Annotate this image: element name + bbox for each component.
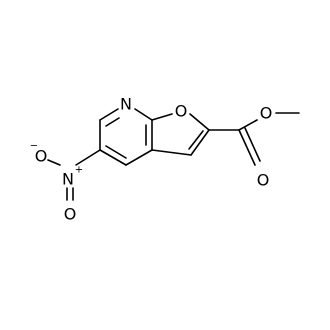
bond-c6-n1-double [105,117,120,127]
charge-o-nitro-upper: − [30,141,38,152]
atom-n-nitro: N [62,170,74,189]
bond-c3-c3a [151,149,192,156]
bond-c6-n1 [99,108,119,121]
bond-ccarbonyl-ocarbonyl [238,129,256,166]
atom-o-nitro-upper: O [35,147,48,166]
bond-c4-c5 [99,149,127,166]
bond-c2-c3-double [188,130,204,150]
bond-ccarbonyl-oester [238,119,258,131]
bond-ccarbonyl-ocarbonyl-double [244,127,261,162]
bond-c7a-o1 [151,113,173,121]
bond-c3a-c4 [125,149,153,166]
bond-c4-c5-double [105,145,127,159]
bond-c5-nnitro [75,149,101,166]
atom-o-carbonyl: O [257,171,270,190]
bond-c2-c3 [190,129,210,156]
atom-o-nitro-lower: O [64,205,77,224]
bond-nnitro-oupper [47,159,61,166]
charge-n-nitro: + [75,165,83,176]
atom-o-furan: O [175,102,188,121]
atom-n-pyridine: N [120,95,132,114]
bond-n1-c7a [134,108,153,121]
bond-o1-c2 [189,113,210,131]
atom-o-ester: O [260,104,273,123]
